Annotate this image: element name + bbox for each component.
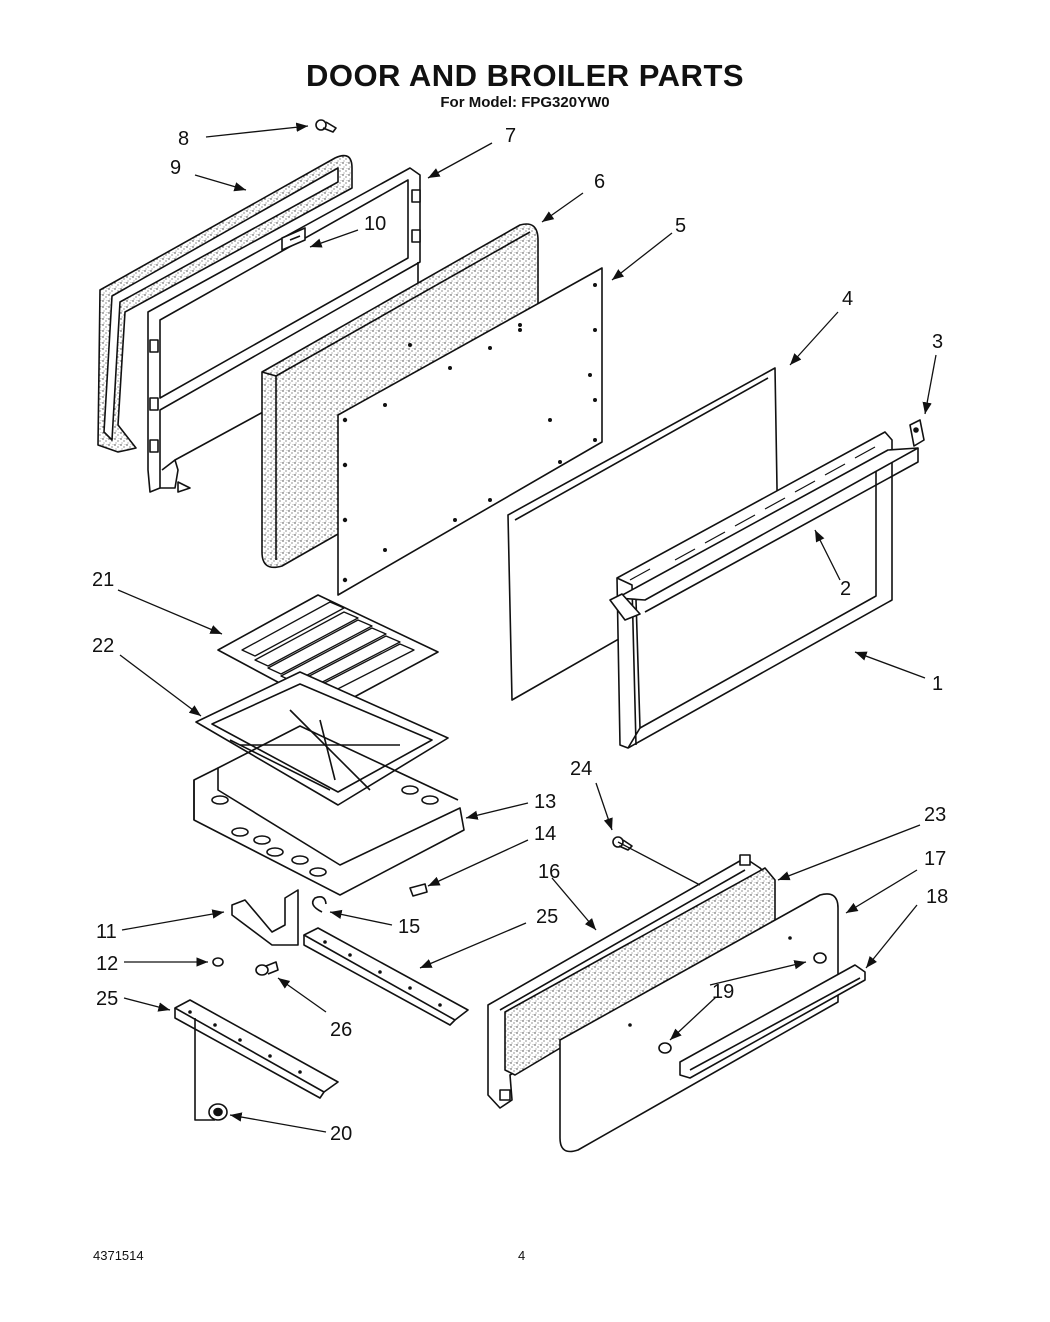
hook-15 — [311, 896, 327, 913]
inner-door-panel — [337, 267, 603, 596]
callout-3: 3 — [932, 331, 943, 353]
callout-2: 2 — [840, 578, 851, 600]
screw-8 — [315, 119, 337, 133]
callout-17: 17 — [924, 848, 946, 870]
callout-9: 9 — [170, 157, 181, 179]
roller-20 — [208, 1103, 228, 1121]
document-number: 4371514 — [93, 1248, 144, 1263]
broiler-grid — [217, 594, 439, 711]
callout-16: 16 — [538, 861, 560, 883]
callout-13: 13 — [534, 791, 556, 813]
drawer-handle — [679, 964, 866, 1079]
broiler-drawer-body — [193, 725, 465, 896]
callout-6: 6 — [594, 171, 605, 193]
leader-lines — [117, 122, 937, 1133]
callout-21: 21 — [92, 569, 114, 591]
callout-25-upper: 25 — [536, 906, 558, 928]
callout-14: 14 — [534, 823, 556, 845]
washer-12 — [212, 957, 224, 967]
clip-10 — [281, 227, 306, 251]
hinge-tab-3 — [909, 419, 925, 447]
callout-25-lower: 25 — [96, 988, 118, 1010]
model-subtitle: For Model: FPG320YW0 — [440, 94, 610, 111]
broiler-pan — [195, 671, 449, 806]
callout-26: 26 — [330, 1019, 352, 1041]
door-gasket — [97, 154, 353, 453]
callout-10: 10 — [364, 213, 386, 235]
rail-25-lower — [174, 999, 339, 1121]
screw-14 — [409, 883, 428, 897]
callout-18: 18 — [926, 886, 948, 908]
bolt-26 — [255, 961, 279, 976]
callout-20: 20 — [330, 1123, 352, 1145]
page-title: DOOR AND BROILER PARTS — [305, 58, 745, 93]
callout-1: 1 — [932, 673, 943, 695]
callout-15: 15 — [398, 916, 420, 938]
page-number: 4 — [518, 1248, 526, 1263]
callout-22: 22 — [92, 635, 114, 657]
bracket-11 — [231, 889, 299, 946]
callout-11: 11 — [96, 921, 117, 943]
callout-5: 5 — [675, 215, 686, 237]
callout-24: 24 — [570, 758, 592, 780]
callout-19: 19 — [712, 981, 734, 1003]
outer-door-frame — [609, 431, 919, 749]
rail-25-upper — [303, 927, 469, 1026]
callout-4: 4 — [842, 288, 853, 310]
spacer-19 — [658, 952, 827, 1054]
callout-23: 23 — [924, 804, 946, 826]
callout-12: 12 — [96, 953, 118, 975]
callout-7: 7 — [505, 125, 516, 147]
callout-8: 8 — [178, 128, 189, 150]
drawer-outer-front — [559, 893, 839, 1153]
